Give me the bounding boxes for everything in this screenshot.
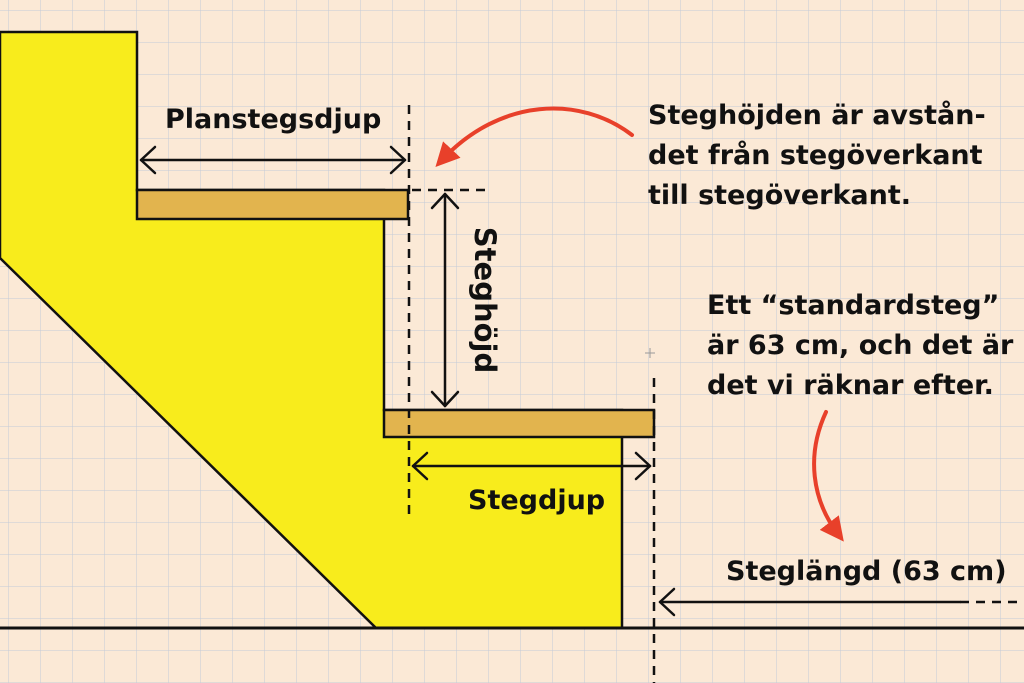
note-standardsteg: Ett “standardsteg” är 63 cm, och det är … [707, 286, 1013, 406]
label-stegdjup: Stegdjup [468, 485, 606, 516]
note-steghojd-definition: Steghöjden är avstån- det från stegöverk… [648, 96, 986, 216]
upper-tread [135, 188, 410, 221]
crosshair-mark [645, 348, 655, 358]
planstegsdjup-arrow [139, 145, 407, 175]
stegdjup-arrow [411, 451, 652, 481]
label-steghojd: Steghöjd [468, 226, 502, 374]
steglangd-arrow [658, 587, 962, 617]
annotation-arrow-top [435, 106, 634, 168]
note-line: är 63 cm, och det är [707, 330, 1014, 361]
note-line: Steghöjden är avstån- [648, 100, 986, 131]
annotation-arrow-right [812, 410, 844, 542]
note-line: det vi räknar efter. [707, 370, 994, 401]
note-line: Ett “standardsteg” [707, 290, 1000, 321]
steghojd-arrow [430, 192, 460, 408]
note-line: det från stegöverkant [648, 140, 983, 171]
lower-tread [382, 408, 656, 439]
label-steglangd: Steglängd (63 cm) [726, 556, 1007, 587]
label-planstegsdjup: Planstegsdjup [165, 104, 382, 135]
note-line: till stegöverkant. [648, 180, 912, 211]
